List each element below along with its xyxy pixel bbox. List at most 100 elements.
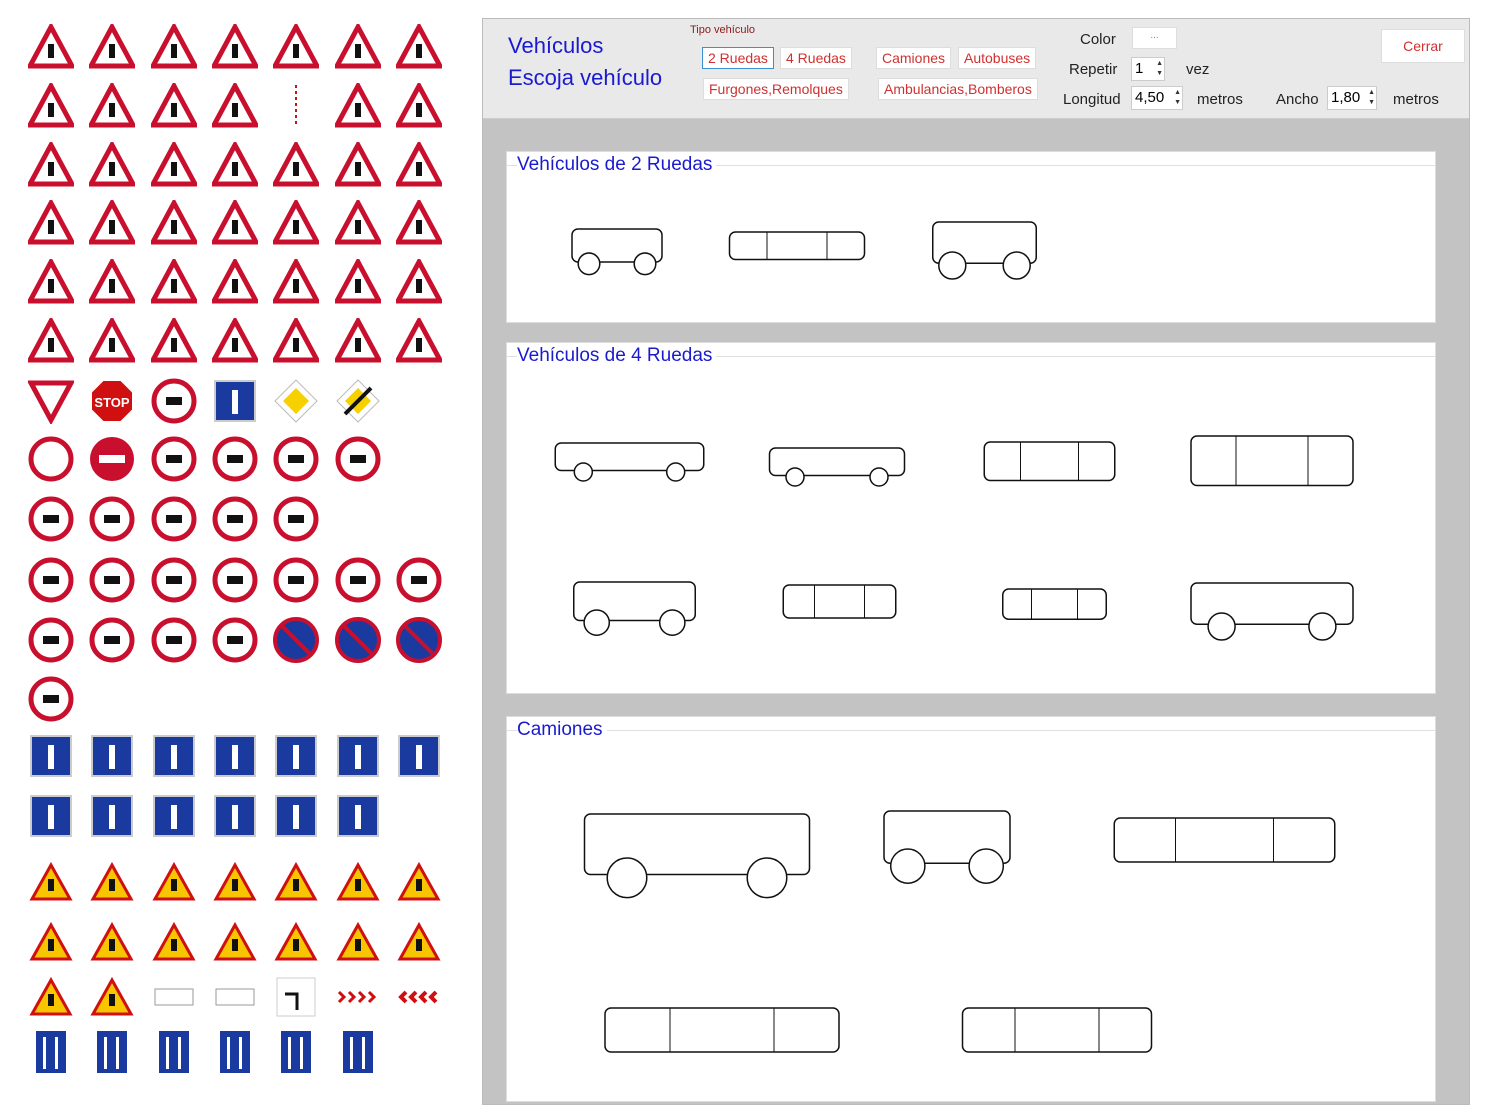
tri-sign-icon[interactable] bbox=[28, 142, 74, 188]
tri-sign-icon[interactable] bbox=[395, 259, 442, 305]
spinner-arrows-icon[interactable]: ▲▼ bbox=[1368, 89, 1375, 106]
blue-sign-icon[interactable] bbox=[28, 733, 74, 779]
lane-sign-icon[interactable] bbox=[212, 1029, 258, 1075]
blue-sign-icon[interactable] bbox=[212, 793, 258, 839]
tri-sign-icon[interactable] bbox=[89, 83, 136, 129]
minivan-side-icon[interactable] bbox=[1182, 568, 1362, 643]
diamond-sign-icon[interactable] bbox=[273, 378, 319, 424]
spinner-arrows-icon[interactable]: ▲▼ bbox=[1174, 89, 1181, 106]
tri-sign-icon[interactable] bbox=[395, 318, 442, 364]
van-top-icon[interactable] bbox=[1182, 418, 1362, 508]
circ-sign-icon[interactable] bbox=[28, 557, 74, 603]
ytri-sign-icon[interactable] bbox=[335, 859, 381, 905]
tri-sign-icon[interactable] bbox=[150, 200, 197, 246]
ytri-sign-icon[interactable] bbox=[89, 919, 135, 965]
tri-sign-icon[interactable] bbox=[89, 318, 136, 364]
ytri-sign-icon[interactable] bbox=[212, 919, 258, 965]
lane-sign-icon[interactable] bbox=[28, 1029, 74, 1075]
tri-sign-icon[interactable] bbox=[28, 24, 74, 70]
coupe-side-icon[interactable] bbox=[762, 438, 912, 488]
circ-sign-icon[interactable] bbox=[89, 617, 135, 663]
ytri-sign-icon[interactable] bbox=[273, 919, 319, 965]
circ-sign-icon[interactable] bbox=[89, 496, 135, 542]
vans-trailers-button[interactable]: Furgones,Remolques bbox=[703, 78, 849, 100]
tractor-unit-side-icon[interactable] bbox=[877, 792, 1017, 887]
tri-sign-icon[interactable] bbox=[28, 200, 74, 246]
blue-sign-icon[interactable] bbox=[151, 793, 197, 839]
tri-sign-icon[interactable] bbox=[334, 318, 381, 364]
blue-sign-icon[interactable] bbox=[28, 793, 74, 839]
noparking-sign-icon[interactable] bbox=[395, 617, 442, 663]
chevron-l-sign-icon[interactable] bbox=[396, 974, 442, 1020]
tri-sign-icon[interactable] bbox=[273, 24, 320, 70]
circ-sign-icon[interactable] bbox=[28, 496, 74, 542]
repeat-spinner[interactable]: 1▲▼ bbox=[1131, 57, 1165, 81]
color-picker-button[interactable]: ... bbox=[1132, 27, 1177, 49]
blue-sign-icon[interactable] bbox=[89, 733, 135, 779]
tri-sign-icon[interactable] bbox=[211, 142, 258, 188]
blue-sign-icon[interactable] bbox=[89, 793, 135, 839]
tri-sign-icon[interactable] bbox=[211, 318, 258, 364]
tri-sign-icon[interactable] bbox=[334, 259, 381, 305]
tri-sign-icon[interactable] bbox=[334, 200, 381, 246]
ytri-sign-icon[interactable] bbox=[273, 859, 319, 905]
tri-sign-icon[interactable] bbox=[211, 200, 258, 246]
circ-sign-icon[interactable] bbox=[396, 557, 442, 603]
mark-sign-icon[interactable] bbox=[273, 83, 319, 129]
circ-sign-icon[interactable] bbox=[212, 617, 258, 663]
tri-sign-icon[interactable] bbox=[150, 318, 197, 364]
ytri-sign-icon[interactable] bbox=[151, 919, 197, 965]
tri-sign-icon[interactable] bbox=[150, 142, 197, 188]
tri-sign-icon[interactable] bbox=[395, 200, 442, 246]
noentry-sign-icon[interactable] bbox=[89, 436, 135, 482]
tri-sign-icon[interactable] bbox=[89, 200, 136, 246]
box-truck-side-icon[interactable] bbox=[572, 792, 822, 902]
blue-sign-icon[interactable] bbox=[335, 793, 381, 839]
mixer-truck-top-icon[interactable] bbox=[952, 992, 1162, 1072]
circ-sign-icon[interactable] bbox=[335, 557, 381, 603]
circ-sign-icon[interactable] bbox=[212, 436, 258, 482]
circ-sign-icon[interactable] bbox=[273, 496, 319, 542]
blue-sign-icon[interactable] bbox=[151, 733, 197, 779]
tri-sign-icon[interactable] bbox=[273, 259, 320, 305]
circ-sign-icon[interactable] bbox=[89, 557, 135, 603]
circ-sign-icon[interactable] bbox=[28, 676, 74, 722]
blue-sign-icon[interactable] bbox=[212, 733, 258, 779]
circ-sign-icon[interactable] bbox=[28, 617, 74, 663]
blue-sign-icon[interactable] bbox=[212, 378, 258, 424]
tri-sign-icon[interactable] bbox=[211, 83, 258, 129]
truck-top-icon[interactable] bbox=[1102, 802, 1347, 882]
tri-sign-icon[interactable] bbox=[395, 24, 442, 70]
ytri-sign-icon[interactable] bbox=[28, 919, 74, 965]
chassis-top-icon[interactable] bbox=[997, 578, 1112, 633]
tri-sign-icon[interactable] bbox=[273, 200, 320, 246]
tri-sign-icon[interactable] bbox=[211, 259, 258, 305]
circ-sign-icon[interactable] bbox=[151, 617, 197, 663]
tri-sign-icon[interactable] bbox=[395, 142, 442, 188]
lane-sign-icon[interactable] bbox=[151, 1029, 197, 1075]
motorcycle-side-icon[interactable] bbox=[927, 207, 1042, 282]
tri-sign-icon[interactable] bbox=[334, 24, 381, 70]
circ-sign-icon[interactable] bbox=[212, 496, 258, 542]
blue-sign-icon[interactable] bbox=[335, 733, 381, 779]
corner-sign-icon[interactable] bbox=[273, 974, 319, 1020]
tri-sign-icon[interactable] bbox=[28, 318, 74, 364]
tri-sign-icon[interactable] bbox=[150, 83, 197, 129]
yield-sign-icon[interactable] bbox=[28, 378, 74, 424]
blue-sign-icon[interactable] bbox=[273, 733, 319, 779]
tri-sign-icon[interactable] bbox=[150, 24, 197, 70]
circ-sign-icon[interactable] bbox=[151, 557, 197, 603]
circ-sign-icon[interactable] bbox=[151, 496, 197, 542]
bicycle-icon[interactable] bbox=[567, 217, 667, 277]
stop-sign-icon[interactable]: STOP bbox=[89, 378, 135, 424]
tri-sign-icon[interactable] bbox=[334, 142, 381, 188]
noparking-sign-icon[interactable] bbox=[334, 617, 381, 663]
lane-sign-icon[interactable] bbox=[89, 1029, 135, 1075]
tri-sign-icon[interactable] bbox=[150, 259, 197, 305]
plate-sign-icon[interactable] bbox=[151, 974, 197, 1020]
noparking-sign-icon[interactable] bbox=[273, 617, 320, 663]
ytri-sign-icon[interactable] bbox=[28, 859, 74, 905]
truck-chassis-top-icon[interactable] bbox=[592, 992, 852, 1072]
ytri-sign-icon[interactable] bbox=[396, 919, 442, 965]
tri-sign-icon[interactable] bbox=[211, 24, 258, 70]
